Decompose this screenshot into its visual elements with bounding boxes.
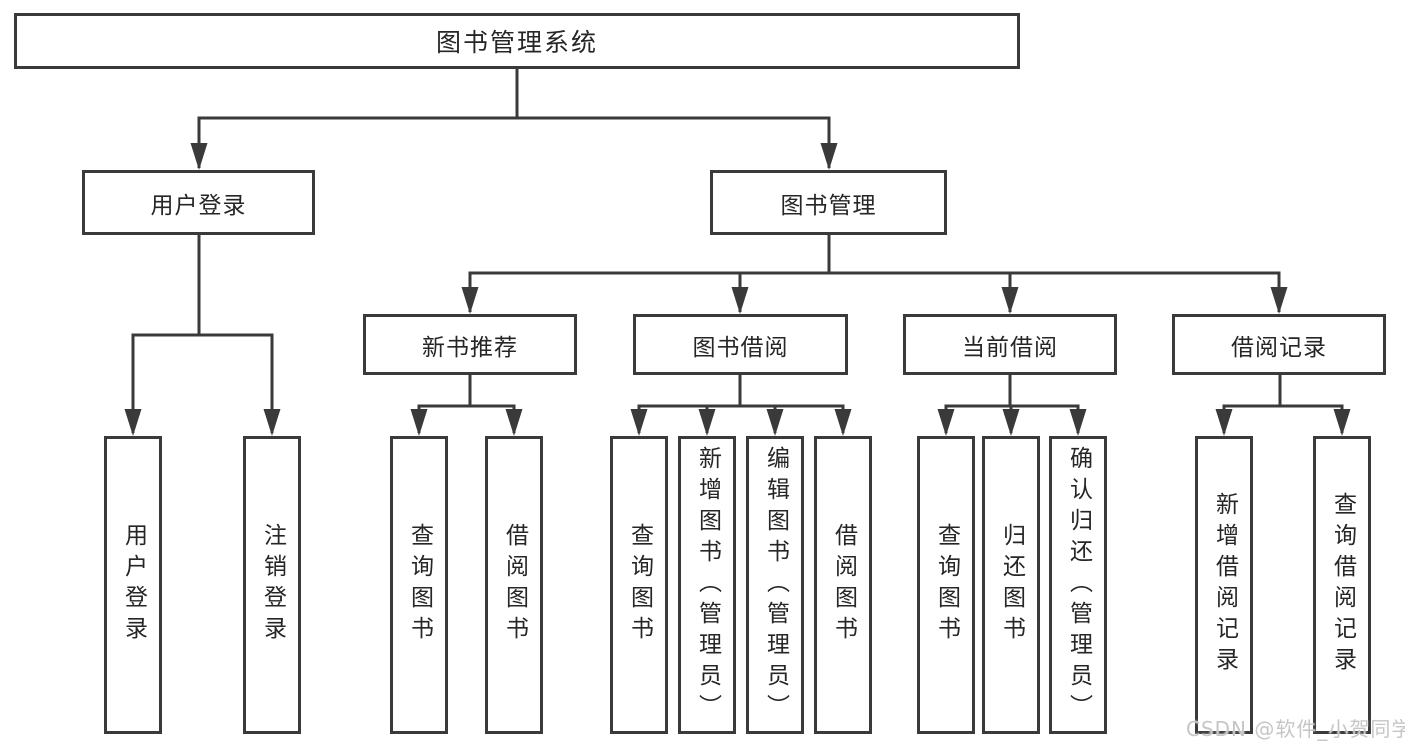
leaf-query-books-recommend: 查询图书 [390, 436, 448, 734]
node-book-borrowing: 图书借阅 [633, 314, 848, 375]
node-borrowing-records: 借阅记录 [1172, 314, 1386, 375]
leaf-confirm-return-admin: 确认归还（管理员） [1049, 436, 1107, 734]
leaf-query-books-borrowing: 查询图书 [610, 436, 668, 734]
node-book-management: 图书管理 [710, 170, 947, 235]
node-new-book-recommendation: 新书推荐 [363, 314, 577, 375]
leaf-query-books-current: 查询图书 [917, 436, 975, 734]
leaf-return-books: 归还图书 [982, 436, 1040, 734]
leaf-add-borrow-record: 新增借阅记录 [1195, 436, 1253, 734]
leaf-query-borrow-record: 查询借阅记录 [1313, 436, 1371, 734]
node-current-borrowing: 当前借阅 [903, 314, 1117, 375]
leaf-user-login: 用户登录 [104, 436, 162, 734]
node-root: 图书管理系统 [14, 13, 1020, 69]
leaf-add-book-admin: 新增图书（管理员） [678, 436, 736, 734]
leaf-borrow-books-borrowing: 借阅图书 [814, 436, 872, 734]
leaf-logout: 注销登录 [243, 436, 301, 734]
watermark: CSDN @软件_小贺同学 [1186, 717, 1405, 741]
leaf-borrow-books-recommend: 借阅图书 [485, 436, 543, 734]
node-user-login: 用户登录 [82, 170, 315, 235]
leaf-edit-book-admin: 编辑图书（管理员） [746, 436, 804, 734]
